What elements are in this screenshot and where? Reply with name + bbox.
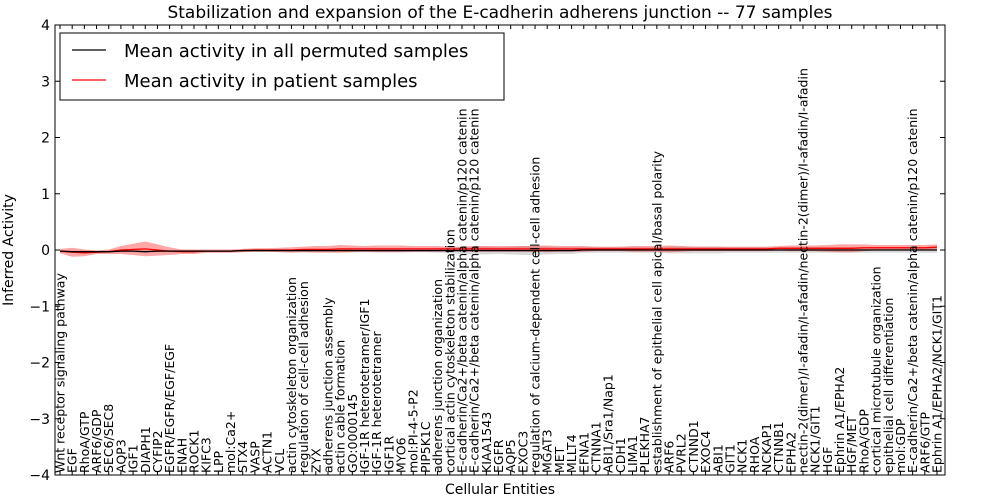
x-category-label: NCK1/GIT1 — [808, 406, 823, 473]
x-category-label: regulation of cell-cell adhesion — [296, 281, 311, 473]
x-category-label: KIAA1543 — [479, 412, 494, 473]
x-category-label: DIAPH1 — [138, 426, 153, 473]
x-category-label: Ephrin A1/EPHA2/NCK1/GIT1 — [930, 295, 945, 473]
x-category-label: VASP — [247, 441, 262, 473]
y-tick-label: 2 — [41, 131, 50, 147]
x-category-label: NCK1 — [735, 439, 750, 473]
x-category-label: LIMA1 — [625, 435, 640, 473]
x-category-label: CTNNA1 — [588, 421, 603, 473]
x-category-label: GO:0000145 — [345, 394, 360, 473]
y-tick-label: −2 — [29, 356, 50, 372]
x-category-label: ZYX — [308, 448, 323, 473]
x-category-label: IGF1 — [126, 444, 141, 473]
y-tick-label: 0 — [41, 243, 50, 259]
x-category-label: ROCK1 — [186, 430, 201, 473]
x-category-label: ARF6/GTP — [917, 412, 932, 473]
x-category-label: Ephrin A1/EPHA2 — [832, 367, 847, 473]
x-category-label: adherens junction assembly — [320, 297, 335, 473]
x-category-label: IGF-1R heterotetramer/IGF1 — [357, 299, 372, 473]
x-category-label: cortical actin cytoskeleton stabilizatio… — [442, 229, 457, 473]
x-category-label: ABI1/Sra1/Nap1 — [601, 374, 616, 473]
x-category-label: regulation of calcium-dependent cell-cel… — [528, 157, 543, 473]
x-category-label: HGF — [820, 447, 835, 473]
x-category-label: EGF — [65, 448, 80, 473]
x-category-label: NCKAP1 — [759, 423, 774, 473]
x-axis-category-labels: Wnt receptor signaling pathwayEGFRhoA/GT… — [53, 68, 945, 473]
x-category-label: EXOC4 — [698, 431, 713, 473]
x-category-label: MLLT4 — [564, 434, 579, 473]
legend-label-permuted: Mean activity in all permuted samples — [124, 41, 468, 62]
x-category-label: AQP3 — [113, 439, 128, 473]
x-category-label: actin cable formation — [333, 340, 348, 473]
x-category-label: CDH1 — [613, 437, 628, 473]
x-category-label: SEC6/SEC8 — [101, 404, 116, 473]
x-category-label: HGF/MET — [844, 416, 859, 473]
y-tick-label: −1 — [29, 299, 50, 315]
x-category-label: RHOA — [747, 436, 762, 473]
series-lines — [59, 246, 938, 254]
legend-label-patient: Mean activity in patient samples — [124, 71, 418, 92]
y-tick-label: −4 — [29, 468, 50, 484]
x-category-label: MYO6 — [394, 437, 409, 473]
x-category-label: CYFIP2 — [150, 430, 165, 473]
legend-box — [59, 32, 505, 101]
y-axis-title: Inferred Activity — [1, 194, 17, 306]
x-category-label: nectin-2(dimer)/I-afadin/I-afadin/nectin… — [796, 68, 811, 473]
x-category-label: ACTN1 — [260, 431, 275, 473]
x-category-label: EFNA1 — [576, 432, 591, 473]
x-category-label: STX4 — [235, 441, 250, 473]
x-category-label: VCL — [272, 449, 287, 473]
x-category-label: EGFR/EGFR/EGF/EGF — [162, 344, 177, 473]
x-category-label: establishment of epithelial cell apical/… — [649, 150, 664, 473]
x-category-label: KIFC3 — [199, 437, 214, 473]
x-category-label: RhoA/GTP — [77, 411, 92, 473]
y-tick-label: 3 — [41, 74, 50, 90]
x-category-label: E-cadherin/Ca2+/beta catenin/alpha caten… — [454, 108, 469, 473]
y-tick-label: −3 — [29, 412, 50, 428]
y-tick-label: 4 — [41, 18, 50, 34]
x-category-label: actin cytoskeleton organization — [284, 277, 299, 473]
x-category-label: PVRL2 — [674, 433, 689, 473]
x-category-label: ARF6 — [662, 441, 677, 473]
x-category-label: E-cadherin/Ca2+/beta catenin/alpha caten… — [905, 108, 920, 473]
x-axis-title: Cellular Entities — [445, 482, 555, 498]
x-category-label: mol:PI-4-5-P2 — [406, 389, 421, 473]
chart-title: Stabilization and expansion of the E-cad… — [167, 3, 832, 23]
x-axis-ticks — [59, 25, 938, 475]
legend: Mean activity in all permuted samples Me… — [59, 32, 505, 101]
x-category-label: LPP — [211, 450, 226, 473]
x-category-label: MET — [552, 446, 567, 473]
x-category-label: CTNNB1 — [771, 421, 786, 473]
x-category-label: epithelial cell differentiation — [881, 298, 896, 473]
x-category-label: adherens junction organization — [430, 279, 445, 473]
x-category-label: CTNND1 — [686, 420, 701, 473]
y-axis-ticks: −4 −3 −2 −1 0 1 2 3 4 — [29, 18, 945, 484]
x-category-label: cortical microtubule organization — [869, 266, 884, 473]
series-line-0 — [59, 249, 937, 253]
x-category-label: mol:GDP — [893, 418, 908, 473]
x-category-label: E-cadherin/Ca2+/beta catenin/alpha caten… — [467, 108, 482, 473]
x-category-label: MGAT3 — [540, 429, 555, 473]
y-tick-label: 1 — [41, 187, 50, 203]
x-category-label: EPHA2 — [783, 432, 798, 473]
x-category-label: GIT1 — [722, 444, 737, 473]
x-category-label: EGFR — [491, 439, 506, 473]
plot-frame — [54, 24, 946, 476]
x-category-label: RhoA/GDP — [856, 409, 871, 473]
x-category-label: ENAH — [174, 438, 189, 473]
x-category-label: PLEKHA7 — [637, 416, 652, 473]
x-category-label: ARF6/GDP — [89, 409, 104, 473]
x-category-label: IGF1R — [381, 435, 396, 473]
x-category-label: EXOC3 — [515, 431, 530, 473]
x-category-label: AQP5 — [503, 439, 518, 473]
x-category-label: PIP5K1C — [418, 421, 433, 473]
x-category-label: ABI1 — [710, 444, 725, 473]
x-category-label: Wnt receptor signaling pathway — [53, 273, 68, 473]
x-category-label: mol:Ca2+ — [223, 411, 238, 473]
x-category-label: IGF-1R heterotetramer — [369, 330, 384, 473]
